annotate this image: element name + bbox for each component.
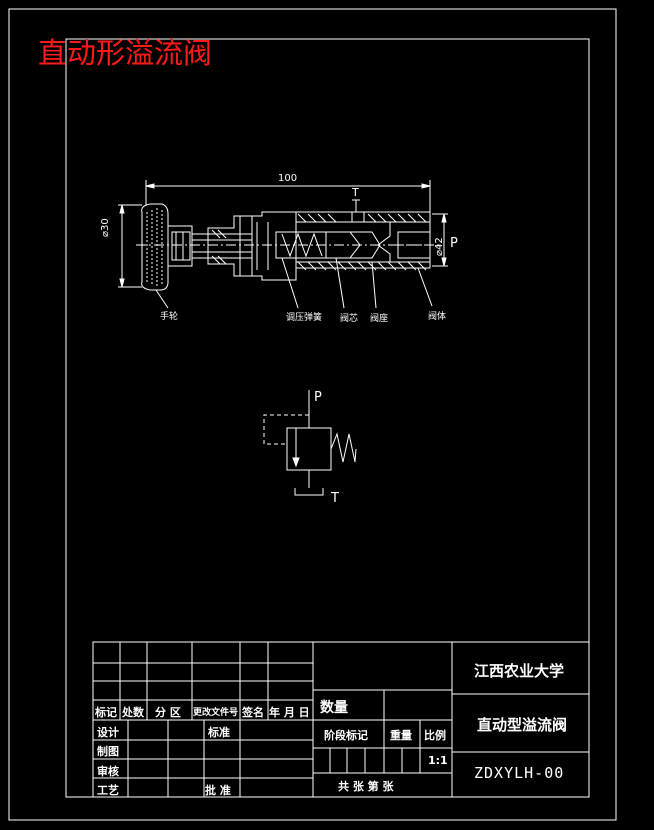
drawing-name: 直动型溢流阀 xyxy=(477,716,568,734)
section-port-T: T xyxy=(352,186,359,199)
sheets-label: 共 张 第 张 xyxy=(338,780,394,793)
drawing-title: 直动形溢流阀 xyxy=(38,36,213,70)
inner-border xyxy=(65,38,590,798)
part-label-poppet: 阀芯 xyxy=(340,314,359,324)
header-label-date: 年 月 日 xyxy=(269,706,310,719)
drawing-number: ZDXYLH-00 xyxy=(474,764,565,782)
header-label-mark: 标记 xyxy=(95,706,117,719)
row-approve: 批 准 xyxy=(205,784,231,797)
header-label-change-doc: 更改文件号 xyxy=(193,708,239,718)
scale-label: 比例 xyxy=(424,729,446,742)
valve-section-view xyxy=(118,180,448,309)
section-port-P: P xyxy=(450,236,458,251)
symbol-port-P: P xyxy=(314,390,322,405)
stage-label: 阶段标记 xyxy=(324,729,368,742)
part-label-handwheel: 手轮 xyxy=(160,312,179,322)
quantity-label: 数量 xyxy=(320,700,348,716)
header-label-zone: 分 区 xyxy=(155,706,181,719)
header-label-count: 处数 xyxy=(122,706,144,719)
row-process: 工艺 xyxy=(97,784,119,797)
part-label-spring: 调压弹簧 xyxy=(286,313,323,323)
header-label-signature: 签名 xyxy=(242,706,264,719)
relief-valve-symbol xyxy=(263,390,357,496)
row-design: 设计 xyxy=(97,726,119,739)
part-label-seat: 阀座 xyxy=(370,314,389,324)
row-review: 审核 xyxy=(97,765,119,778)
university-name: 江西农业大学 xyxy=(474,662,565,680)
part-label-body: 阀体 xyxy=(428,312,447,322)
row-drafting: 制图 xyxy=(97,745,119,758)
row-standard: 标准 xyxy=(208,726,230,739)
weight-label: 重量 xyxy=(390,729,412,742)
dimension-right-diameter: ⌀42 xyxy=(434,237,445,256)
symbol-port-T: T xyxy=(331,491,339,506)
scale-value: 1:1 xyxy=(428,754,448,767)
outer-border xyxy=(8,8,617,821)
title-block-grid xyxy=(92,641,590,798)
dimension-left-diameter: ⌀30 xyxy=(100,218,111,237)
dimension-length: 100 xyxy=(278,173,298,184)
